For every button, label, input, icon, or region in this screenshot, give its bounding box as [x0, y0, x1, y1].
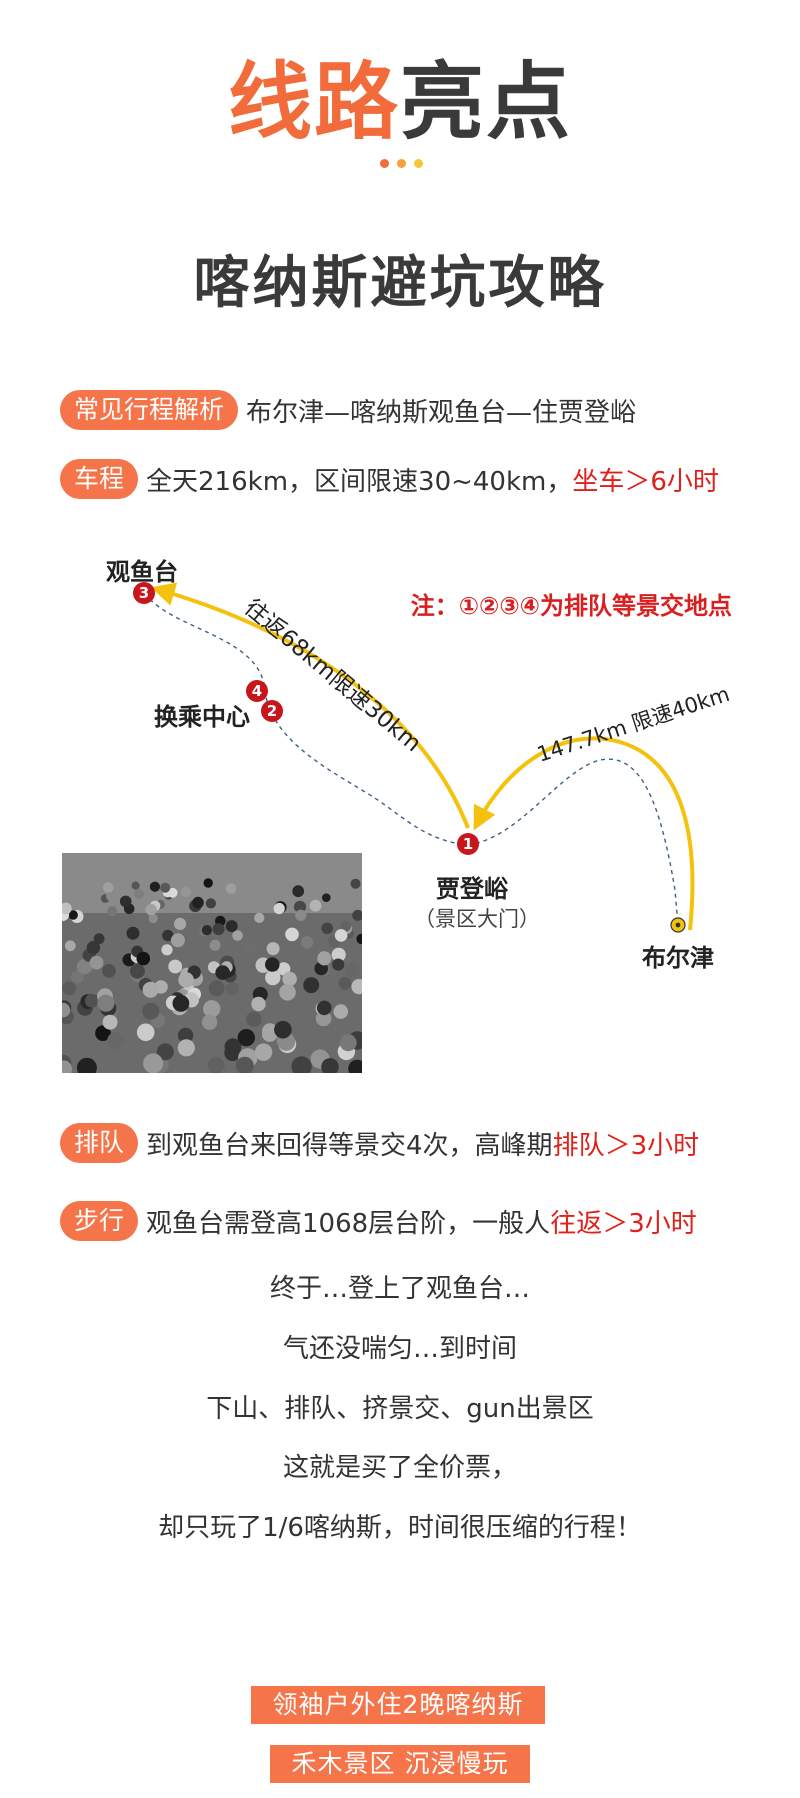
dot-yellow: [414, 159, 423, 168]
hero-title-accent: 线路: [227, 53, 400, 151]
burqin-marker-core: [675, 922, 681, 928]
row-drive-highlight: 坐车＞6小时: [572, 466, 719, 497]
badge-2: 2: [261, 700, 283, 722]
label-jiadengyu-sub: （景区大门）: [414, 907, 540, 931]
route-label-left: 往返68km限速30km: [239, 595, 426, 758]
row-drive: 车程 全天216km，区间限速30~40km，坐车＞6小时: [60, 459, 719, 499]
route-label-right: 147.7km 限速40km: [534, 682, 732, 767]
row-walk-text: 观鱼台需登高1068层台阶，一般人: [146, 1208, 551, 1239]
tag-itinerary: 常见行程解析: [60, 390, 239, 430]
route-arrow-left: [150, 582, 470, 829]
map-note: 注：①②③④为排队等景交地点: [410, 592, 732, 620]
hero-title-rest: 亮点: [400, 53, 573, 151]
badge-4: 4: [246, 680, 268, 702]
row-queue: 排队 到观鱼台来回得等景交4次，高峰期排队＞3小时: [60, 1123, 699, 1163]
footer-banner-1: 领袖户外住2晚喀纳斯: [251, 1686, 545, 1724]
hero-title: 线路亮点: [0, 52, 800, 152]
row-itinerary: 常见行程解析 布尔津—喀纳斯观鱼台—住贾登峪: [60, 390, 636, 430]
label-burqin: 布尔津: [642, 944, 714, 972]
story-line-3: 下山、排队、挤景交、gun出景区: [206, 1394, 594, 1424]
route-arrow-right: [473, 736, 695, 931]
label-jiadengyu: 贾登峪: [436, 875, 508, 903]
story-line-4: 这就是买了全价票，: [282, 1453, 517, 1483]
row-walk: 步行 观鱼台需登高1068层台阶，一般人往返＞3小时: [60, 1201, 697, 1241]
footer-banner-2: 禾木景区 沉浸慢玩: [270, 1745, 530, 1783]
badge-3: 3: [133, 582, 155, 604]
row-queue-highlight: 排队＞3小时: [552, 1130, 700, 1161]
row-drive-text: 全天216km，区间限速30~40km，: [146, 466, 573, 497]
label-transfer: 换乘中心: [154, 703, 250, 731]
tag-drive: 车程: [60, 459, 139, 499]
decorative-dots: [380, 159, 424, 169]
story-line-2: 气还没喘匀…到时间: [282, 1334, 517, 1364]
story-line-5: 却只玩了1/6喀纳斯，时间很压缩的行程！: [158, 1513, 642, 1543]
dot-orange: [380, 159, 389, 168]
label-guanyutai: 观鱼台: [106, 558, 178, 586]
row-walk-highlight: 往返＞3小时: [550, 1208, 697, 1239]
row-queue-text: 到观鱼台来回得等景交4次，高峰期: [146, 1130, 553, 1161]
route-map: 往返68km限速30km 147.7km 限速40km: [144, 582, 732, 933]
tag-walk: 步行: [60, 1201, 139, 1241]
dot-amber: [397, 159, 406, 168]
row-itinerary-text: 布尔津—喀纳斯观鱼台—住贾登峪: [246, 397, 637, 428]
dashed-path-left: [144, 592, 469, 846]
badge-1: 1: [457, 833, 479, 855]
tag-queue: 排队: [60, 1123, 139, 1163]
section-title: 喀纳斯避坑攻略: [193, 251, 607, 316]
crowd-photo: [62, 853, 362, 1073]
story-line-1: 终于…登上了观鱼台…: [269, 1274, 530, 1304]
